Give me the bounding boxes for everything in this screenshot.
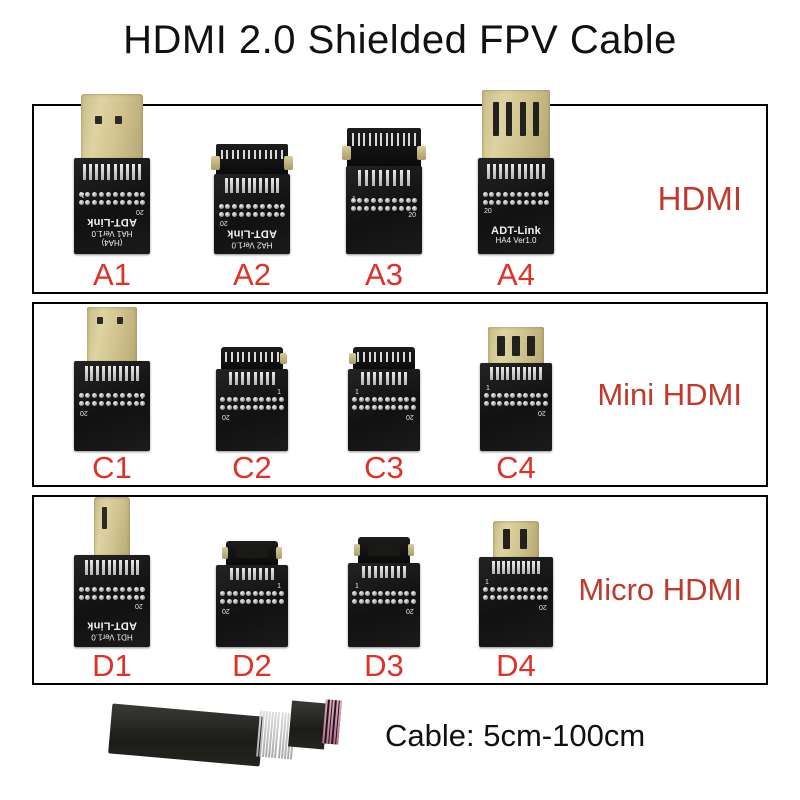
code-d4: D4: [496, 648, 536, 683]
silkscreen-a4: ADT-Link HA4 Ver1.0: [478, 225, 554, 246]
code-d2: D2: [232, 648, 272, 683]
mini-hdmi-female-shell-icon: [488, 327, 544, 367]
ribbon-cable-photo: [108, 699, 400, 780]
pin-marker-first: 1: [486, 385, 490, 392]
connector-d4[interactable]: 1 20 D4: [446, 497, 586, 683]
silk-brand: ADT-Link: [227, 227, 277, 240]
silk-brand: ADT-Link: [87, 216, 137, 229]
silkscreen-d1: HD1 Ver1.0 ADT-Link: [74, 619, 150, 641]
connector-c2[interactable]: 1 20 C2: [182, 304, 322, 485]
connector-a1[interactable]: 1 20 (HA4) HA1 Ver1.0 ADT-Link A1: [42, 94, 182, 292]
code-c1: C1: [92, 450, 132, 485]
silk-brand: ADT-Link: [87, 619, 137, 632]
pin-marker-first: 1: [140, 585, 144, 592]
pin-marker-last: 20: [136, 208, 144, 215]
pin-marker-last: 20: [408, 212, 416, 219]
hdmi-right-angle-shell-icon: [342, 128, 426, 170]
pin-marker-first: 1: [352, 196, 356, 203]
pin-marker-first: 1: [81, 191, 85, 198]
pin-marker-first: 1: [280, 203, 284, 210]
silk-model: HA1 Ver1.0: [91, 229, 133, 239]
pin-marker-last: 20: [222, 413, 230, 420]
connector-a4[interactable]: 1 20 ADT-Link HA4 Ver1.0 A4: [446, 90, 586, 292]
silk-model: HA4 Ver1.0: [495, 236, 537, 246]
code-a1: A1: [93, 257, 131, 292]
silkscreen-a1: (HA4) HA1 Ver1.0 ADT-Link: [74, 216, 150, 247]
hdmi-female-shell-icon: [482, 90, 550, 162]
micro-hdmi-right-angle-shell-icon: [354, 537, 414, 565]
code-a4: A4: [497, 257, 535, 292]
mini-hdmi-male-shell-icon: [87, 307, 137, 365]
pin-marker-last: 20: [538, 409, 546, 416]
pcb-c4: 1 20: [480, 363, 552, 451]
pcb-c3: 1 20: [348, 369, 420, 451]
code-c2: C2: [232, 450, 272, 485]
pcb-a2: 1 20 HA2 Ver1.0 ADT-Link: [214, 174, 290, 254]
pin-marker-first: 1: [485, 579, 489, 586]
pin-marker-last: 20: [220, 219, 228, 226]
pcb-a4: 1 20 ADT-Link HA4 Ver1.0: [478, 158, 554, 254]
silk-model: HD1 Ver1.0: [91, 632, 133, 641]
pin-marker-first: 1: [277, 583, 281, 590]
connector-c1[interactable]: 1 20 C1: [42, 304, 182, 485]
connector-a3[interactable]: 1 20 A3: [314, 106, 454, 292]
pcb-c1: 1 20: [74, 361, 150, 451]
cable-length-text: Cable: 5cm-100cm: [385, 718, 646, 753]
connector-d1[interactable]: 1 20 HD1 Ver1.0 ADT-Link D1: [42, 497, 182, 683]
pin-marker-last: 20: [406, 413, 414, 420]
silk-model: HA2 Ver1.0: [231, 240, 273, 249]
pcb-c2: 1 20: [216, 369, 288, 451]
micro-hdmi-right-angle-shell-icon: [222, 541, 282, 567]
micro-hdmi-female-shell-icon: [493, 521, 539, 561]
family-label-hdmi: HDMI: [657, 180, 742, 217]
panel-mini-hdmi: Mini HDMI 1 20 C1: [32, 302, 768, 487]
panel-micro-hdmi: Micro HDMI 1 20 HD1 Ver1.0 ADT-Link: [32, 495, 768, 685]
code-c4: C4: [496, 450, 536, 485]
connector-c4[interactable]: 1 20 C4: [446, 304, 586, 485]
connector-c3[interactable]: 1 20 C3: [314, 304, 454, 485]
micro-hdmi-male-shell-icon: [94, 497, 130, 559]
mini-hdmi-right-angle-shell-icon: [221, 347, 287, 371]
code-d1: D1: [92, 648, 132, 683]
pcb-a3: 1 20: [346, 166, 422, 254]
code-a3: A3: [365, 257, 403, 292]
pin-marker-last: 20: [135, 602, 143, 609]
family-label-micro-hdmi: Micro HDMI: [578, 572, 742, 607]
pin-marker-last: 20: [80, 409, 88, 416]
family-label-mini-hdmi: Mini HDMI: [597, 376, 742, 412]
pcb-d1: 1 20 HD1 Ver1.0 ADT-Link: [74, 555, 150, 647]
pcb-d4: 1 20: [479, 557, 553, 647]
connector-d2[interactable]: 1 20 D2: [182, 497, 322, 683]
mini-hdmi-right-angle-shell-icon: [349, 347, 415, 371]
pin-marker-last: 20: [406, 607, 414, 614]
code-d3: D3: [364, 648, 404, 683]
silkscreen-a2: HA2 Ver1.0 ADT-Link: [214, 227, 290, 249]
code-a2: A2: [233, 257, 271, 292]
connector-d3[interactable]: 1 20 D3: [314, 497, 454, 683]
hdmi-male-shell-icon: [81, 94, 143, 162]
pcb-d2: 1 20: [216, 565, 288, 647]
hdmi-right-angle-shell-icon: [211, 144, 293, 178]
connector-a2[interactable]: 1 20 HA2 Ver1.0 ADT-Link A2: [182, 106, 322, 292]
pin-marker-first: 1: [355, 389, 359, 396]
page-title: HDMI 2.0 Shielded FPV Cable: [123, 18, 677, 62]
silk-alt-model: (HA4): [101, 238, 123, 247]
panel-hdmi: HDMI 1 20 (HA4) HA1 Ver1.0: [32, 90, 768, 294]
pin-marker-last: 20: [222, 607, 230, 614]
pin-marker-first: 1: [355, 583, 359, 590]
silk-brand: ADT-Link: [491, 224, 541, 237]
code-c3: C3: [364, 450, 404, 485]
pin-marker-last: 20: [484, 208, 492, 215]
pin-marker-first: 1: [140, 392, 144, 399]
pin-marker-first: 1: [545, 191, 549, 198]
pcb-a1: 1 20 (HA4) HA1 Ver1.0 ADT-Link: [74, 158, 150, 254]
pin-marker-first: 1: [277, 389, 281, 396]
pcb-d3: 1 20: [348, 563, 420, 647]
pin-marker-last: 20: [539, 603, 547, 610]
